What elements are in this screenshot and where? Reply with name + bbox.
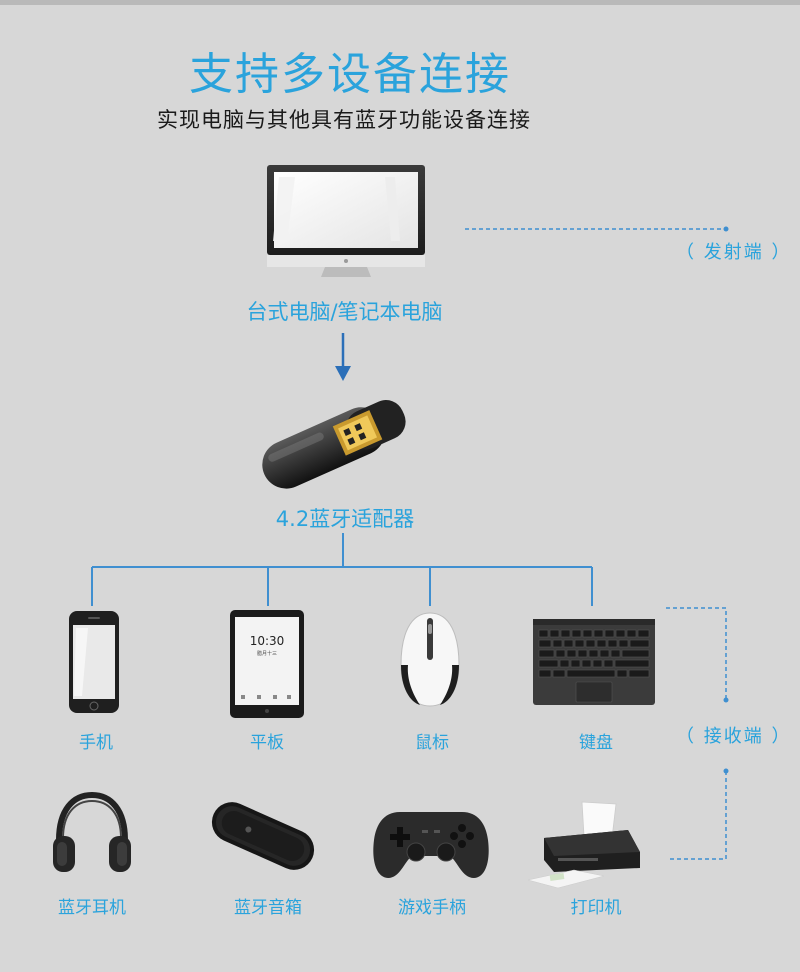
top-border bbox=[0, 0, 800, 5]
gamepad-icon bbox=[373, 812, 489, 878]
mouse-icon bbox=[400, 612, 460, 707]
device-label-mouse: 鼠标 bbox=[415, 733, 449, 753]
transmitter-tag: （ 发射端 ） bbox=[676, 242, 792, 263]
tablet-date: 腊月十三 bbox=[257, 650, 277, 657]
adapter-label: 4.2蓝牙适配器 bbox=[275, 507, 415, 531]
phone-icon bbox=[69, 611, 119, 713]
receiver-tag: （ 接收端 ） bbox=[676, 726, 792, 747]
tablet-time: 10:30 bbox=[250, 634, 285, 648]
device-label-tablet: 平板 bbox=[250, 733, 284, 753]
device-label-keyboard: 键盘 bbox=[579, 733, 613, 753]
page-subtitle: 实现电脑与其他具有蓝牙功能设备连接 bbox=[157, 108, 531, 132]
device-label-printer: 打印机 bbox=[570, 898, 622, 918]
keyboard-icon bbox=[533, 619, 655, 705]
device-label-gamepad: 游戏手柄 bbox=[398, 898, 466, 918]
speaker-icon bbox=[211, 802, 315, 870]
monitor-icon bbox=[267, 165, 425, 277]
tablet-icon: 10:30 腊月十三 bbox=[230, 610, 304, 718]
device-label-speaker: 蓝牙音箱 bbox=[234, 898, 302, 918]
device-label-headphones: 蓝牙耳机 bbox=[58, 898, 126, 918]
usb-adapter-icon bbox=[262, 400, 406, 489]
computer-label: 台式电脑/笔记本电脑 bbox=[246, 300, 443, 324]
page-title: 支持多设备连接 bbox=[189, 49, 511, 100]
device-label-phone: 手机 bbox=[79, 733, 113, 753]
headphones-icon bbox=[53, 791, 131, 872]
printer-icon bbox=[527, 801, 640, 889]
